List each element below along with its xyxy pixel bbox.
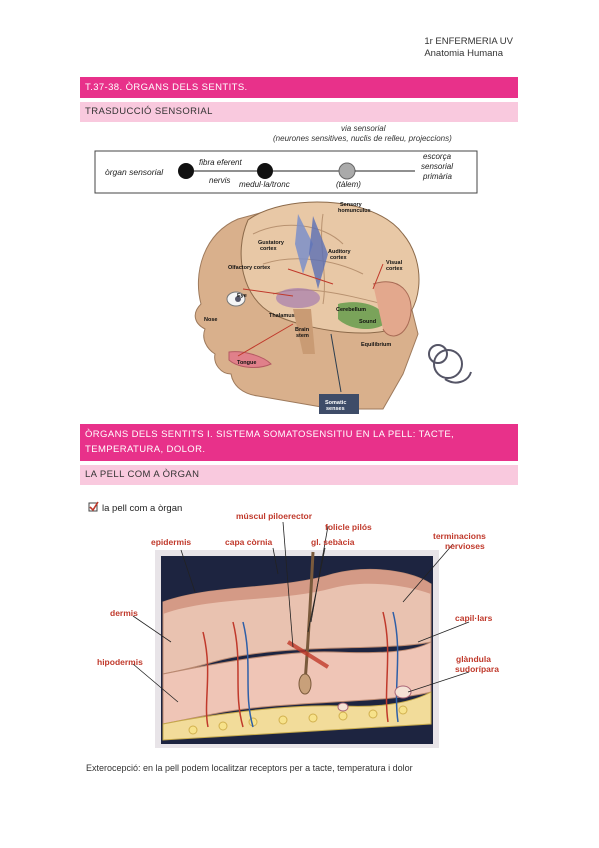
figure-caption: Exterocepció: en la pell podem localitza… bbox=[86, 763, 413, 773]
thalamus-node bbox=[338, 162, 356, 180]
header-subject: Anatomia Humana bbox=[424, 48, 503, 59]
brainstem-shape bbox=[293, 309, 315, 354]
ear-shape bbox=[372, 281, 412, 337]
header-course: 1r ENFERMERIA UV bbox=[424, 36, 513, 47]
sensory-pathway-svg: via sensorial (neurones sensitives, nucl… bbox=[94, 124, 478, 414]
subsection2-bar: LA PELL COM A ÒRGAN bbox=[80, 465, 518, 485]
skin-block-illustration bbox=[162, 551, 432, 741]
label-capa: capa còrnia bbox=[225, 537, 273, 547]
nerve-label: nervis bbox=[209, 176, 230, 185]
cortex-label-3: primària bbox=[422, 172, 452, 181]
label-nose: Nose bbox=[204, 317, 217, 323]
via-label: via sensorial bbox=[341, 124, 386, 133]
label-terminacions-1: terminacions bbox=[433, 531, 486, 541]
label-gustatory: Gustatory bbox=[258, 240, 285, 246]
cortex-label-2: sensorial bbox=[421, 162, 453, 171]
sensory-cortex bbox=[295, 214, 313, 274]
label-visual: Visual bbox=[386, 260, 403, 266]
via-note: (neurones sensitives, nuclis de relleu, … bbox=[273, 134, 452, 143]
section-title: T.37-38. ÒRGANS DELS SENTITS. bbox=[85, 82, 248, 93]
section2-title-line1: ÒRGANS DELS SENTITS I. SISTEMA SOMATOSEN… bbox=[85, 429, 455, 440]
sensory-pathway-figure: via sensorial (neurones sensitives, nucl… bbox=[83, 124, 517, 416]
label-gustatory-2: cortex bbox=[260, 246, 277, 252]
label-hipodermis: hipodermis bbox=[97, 657, 143, 667]
thalamus-label: (tàlem) bbox=[336, 180, 361, 189]
label-glandula-1: glàndula bbox=[456, 654, 491, 664]
label-olfactory: Olfactory cortex bbox=[228, 265, 271, 271]
label-somatic: Somatic bbox=[325, 400, 346, 406]
label-sound: Sound bbox=[359, 319, 376, 325]
somatic-box bbox=[319, 394, 359, 414]
checkbox-icon bbox=[88, 501, 99, 512]
label-brainstem-2: stem bbox=[296, 333, 309, 339]
skin-svg: la pell com a òrgan bbox=[88, 501, 499, 748]
label-equilibrium: Equilibrium bbox=[361, 342, 391, 348]
organ-label: òrgan sensorial bbox=[105, 167, 164, 177]
head-illustration bbox=[194, 201, 472, 414]
label-epidermis: epidermis bbox=[151, 537, 191, 547]
label-cerebellum: Cerebellum bbox=[336, 307, 366, 313]
subsection-title: TRASDUCCIÓ SENSORIAL bbox=[85, 106, 213, 117]
label-homunculus: homunculus bbox=[338, 208, 371, 214]
subsection-bar: TRASDUCCIÓ SENSORIAL bbox=[80, 102, 518, 122]
cord-node bbox=[257, 163, 273, 179]
cord-label: medul·la/tronc bbox=[239, 180, 290, 189]
organ-node bbox=[178, 163, 194, 179]
section2-title-line2: TEMPERATURA, DOLOR. bbox=[85, 444, 206, 455]
skin-figure: la pell com a òrgan bbox=[83, 492, 517, 752]
section-title-bar: T.37-38. ÒRGANS DELS SENTITS. bbox=[80, 77, 518, 98]
checkbox-label: la pell com a òrgan bbox=[102, 503, 182, 514]
label-sensory: Sensory bbox=[340, 202, 363, 208]
subsection2-title: LA PELL COM A ÒRGAN bbox=[85, 469, 200, 480]
thalamus-area bbox=[276, 288, 320, 308]
document-header: 1r ENFERMERIA UV Anatomia Humana bbox=[424, 36, 513, 60]
fiber-label: fibra eferent bbox=[199, 158, 242, 167]
label-folicle: folicle pilós bbox=[325, 522, 372, 532]
pathway-box bbox=[94, 150, 478, 194]
cerebellum-shape bbox=[338, 302, 388, 330]
brain-labels: Sensory homunculus Gustatory cortex Audi… bbox=[204, 202, 403, 412]
section2-title-bar: ÒRGANS DELS SENTITS I. SISTEMA SOMATOSEN… bbox=[80, 424, 518, 461]
skin-leader-lines bbox=[132, 521, 470, 703]
label-auditory-2: cortex bbox=[330, 255, 347, 261]
cortex-label-1: escorça bbox=[423, 152, 452, 161]
label-glandula-2: sudorípara bbox=[455, 664, 499, 674]
label-capil: capil·lars bbox=[455, 613, 493, 623]
label-somatic-2: senses bbox=[326, 406, 345, 412]
label-thalamus: Thalamus bbox=[269, 313, 295, 319]
label-brainstem: Brain bbox=[295, 327, 310, 333]
label-piloerector: múscul piloerector bbox=[236, 511, 313, 521]
inner-ear bbox=[428, 344, 472, 384]
label-terminacions-2: nervioses bbox=[445, 541, 485, 551]
label-eye: Eye bbox=[237, 293, 247, 299]
label-tongue: Tongue bbox=[237, 360, 256, 366]
label-dermis: dermis bbox=[110, 608, 138, 618]
skin-labels: múscul piloerector folicle pilós epiderm… bbox=[97, 511, 499, 674]
label-auditory: Auditory bbox=[328, 249, 352, 255]
label-visual-2: cortex bbox=[386, 266, 403, 272]
label-sebacia: gl. sebàcia bbox=[311, 537, 355, 547]
